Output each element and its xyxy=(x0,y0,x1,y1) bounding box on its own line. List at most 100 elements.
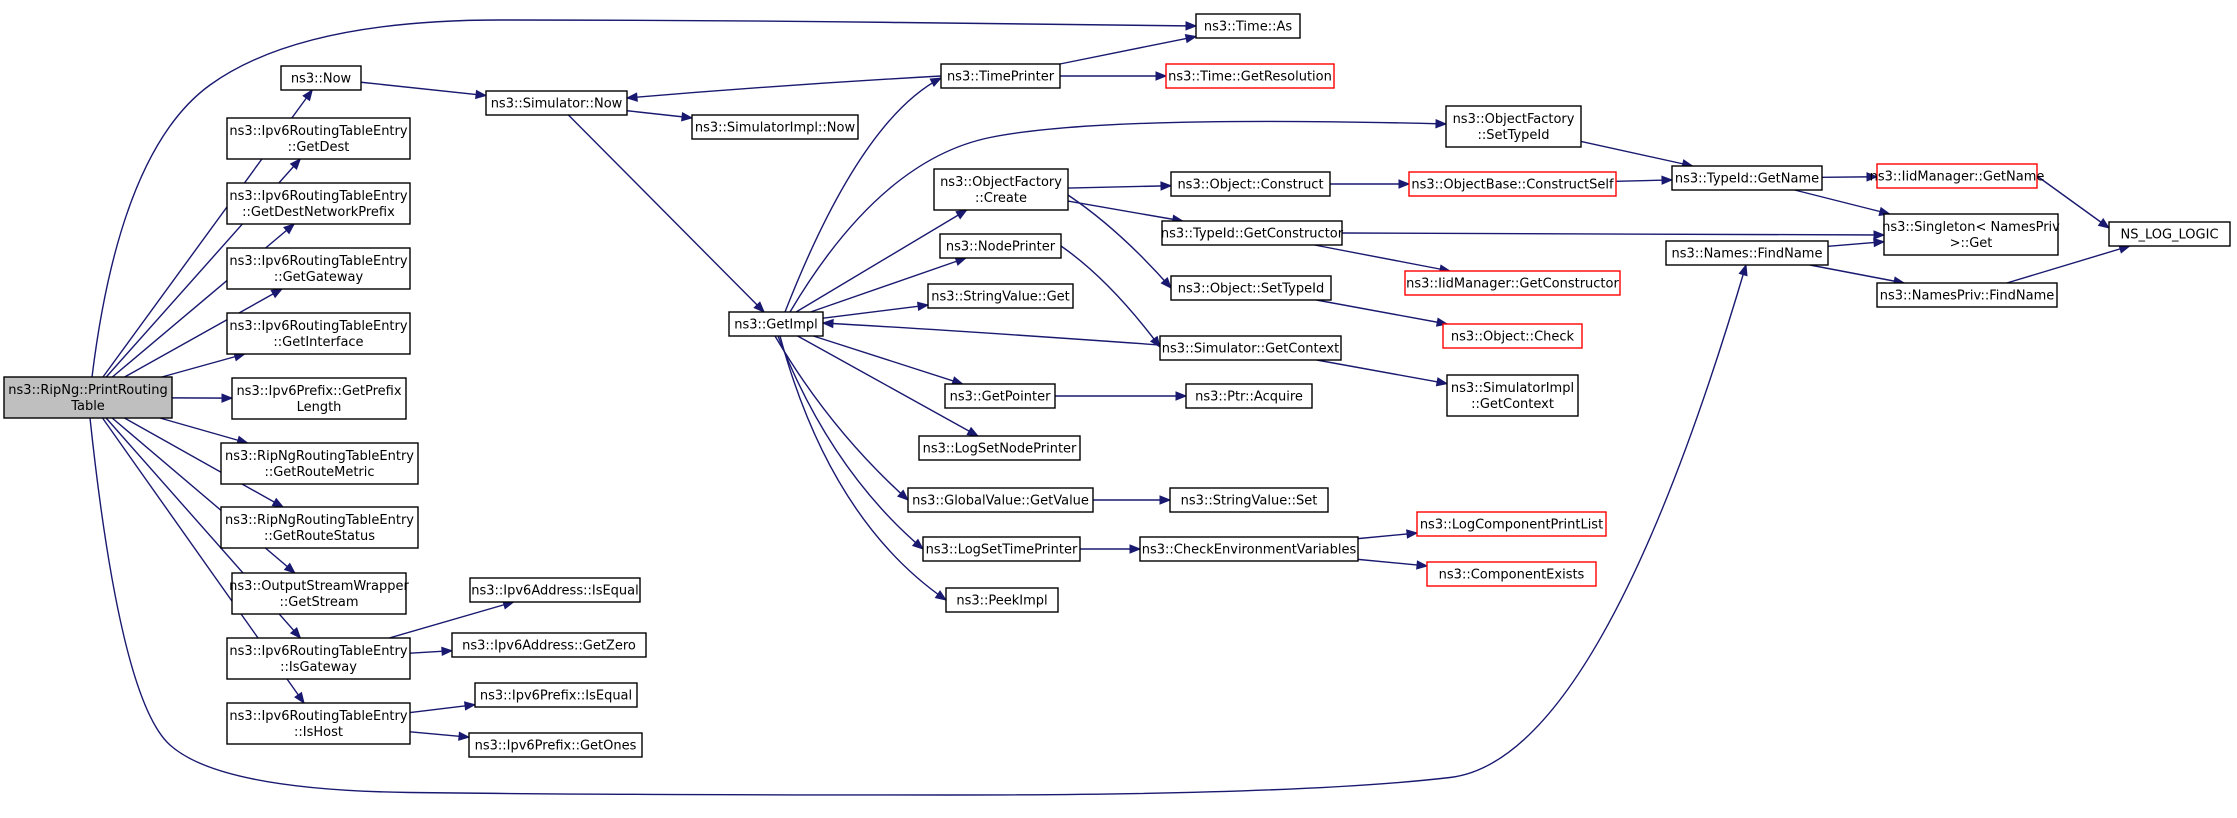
node-getimpl[interactable]: ns3::GetImpl xyxy=(728,311,824,337)
node-label-sv_set-0: ns3::StringValue::Set xyxy=(1181,494,1318,509)
node-namespriv_findname[interactable]: ns3::NamesPriv::FindName xyxy=(1876,282,2058,308)
node-isgateway[interactable]: ns3::Ipv6RoutingTableEntry::IsGateway xyxy=(226,637,411,680)
node-of_create[interactable]: ns3::ObjectFactory::Create xyxy=(933,168,1069,211)
arrowhead-root-to-now xyxy=(302,88,314,102)
node-label-sv_get-0: ns3::StringValue::Get xyxy=(931,290,1069,305)
edge-root-to-names_findname xyxy=(89,264,1747,796)
node-pre_getones[interactable]: ns3::Ipv6Prefix::GetOnes xyxy=(468,732,643,758)
node-nodeprinter[interactable]: ns3::NodePrinter xyxy=(939,233,1062,259)
node-box-getgateway xyxy=(226,247,411,290)
node-label-root-0: ns3::RipNg::PrintRouting xyxy=(8,383,167,398)
node-timeprinter[interactable]: ns3::TimePrinter xyxy=(940,63,1061,89)
node-label-getimpl-0: ns3::GetImpl xyxy=(734,318,818,333)
node-box-ptr_acquire xyxy=(1185,383,1313,409)
node-box-iid_getctor xyxy=(1404,270,1621,296)
arrowhead-getimpl-to-lsnp xyxy=(966,426,980,437)
node-box-of_settypeid xyxy=(1445,105,1582,148)
node-label-lsnp-0: ns3::LogSetNodePrinter xyxy=(923,442,1077,457)
node-tid_getctor[interactable]: ns3::TypeId::GetConstructor xyxy=(1161,220,1344,246)
node-pre_isequal[interactable]: ns3::Ipv6Prefix::IsEqual xyxy=(474,682,638,708)
node-ishost[interactable]: ns3::Ipv6RoutingTableEntry::IsHost xyxy=(226,702,411,745)
node-lsnp[interactable]: ns3::LogSetNodePrinter xyxy=(918,435,1081,461)
node-singleton_get[interactable]: ns3::Singleton< NamesPriv >::Get xyxy=(1882,213,2060,256)
node-addr_isequal[interactable]: ns3::Ipv6Address::IsEqual xyxy=(469,577,641,603)
arrowhead-root-to-names_findname xyxy=(1738,263,1748,277)
arrowhead-tid_getctor-to-singleton_get xyxy=(1873,230,1886,240)
node-box-obj_check xyxy=(1442,323,1583,349)
node-sv_set[interactable]: ns3::StringValue::Set xyxy=(1169,487,1329,513)
node-checkenv[interactable]: ns3::CheckEnvironmentVariables xyxy=(1139,536,1359,562)
node-box-compexists xyxy=(1426,561,1597,587)
node-sim_getctx[interactable]: ns3::Simulator::GetContext xyxy=(1159,335,1342,361)
arrowhead-sim_getctx-to-simimpl_getctx xyxy=(1435,377,1449,387)
node-time_getres[interactable]: ns3::Time::GetResolution xyxy=(1165,63,1335,89)
node-getinterface[interactable]: ns3::Ipv6RoutingTableEntry::GetInterface xyxy=(226,312,411,355)
node-simimpl_getctx[interactable]: ns3::SimulatorImpl::GetContext xyxy=(1446,374,1579,417)
node-label-getgateway-0: ns3::Ipv6RoutingTableEntry xyxy=(229,254,407,269)
node-getroutestatus[interactable]: ns3::RipNgRoutingTableEntry::GetRouteSta… xyxy=(220,506,419,549)
node-ptr_acquire[interactable]: ns3::Ptr::Acquire xyxy=(1185,383,1313,409)
node-iid_getname[interactable]: ns3::IidManager::GetName xyxy=(1870,163,2045,189)
node-lstp[interactable]: ns3::LogSetTimePrinter xyxy=(922,536,1081,562)
node-iid_getctor[interactable]: ns3::IidManager::GetConstructor xyxy=(1404,270,1621,296)
node-box-time_getres xyxy=(1165,63,1335,89)
node-sim_now[interactable]: ns3::Simulator::Now xyxy=(485,90,628,116)
arrowhead-now-to-sim_now xyxy=(475,89,488,100)
node-addr_getzero[interactable]: ns3::Ipv6Address::GetZero xyxy=(451,632,647,658)
edge-getimpl-to-lsnp xyxy=(797,335,979,437)
arrowhead-root-to-getroutestatus xyxy=(271,497,285,508)
node-simimpl_now[interactable]: ns3::SimulatorImpl::Now xyxy=(691,114,859,140)
node-box-getdest xyxy=(226,117,411,160)
node-getdest[interactable]: ns3::Ipv6RoutingTableEntry::GetDest xyxy=(226,117,411,160)
node-peekimpl[interactable]: ns3::PeekImpl xyxy=(945,587,1059,613)
node-names_findname[interactable]: ns3::Names::FindName xyxy=(1665,240,1829,266)
node-obj_check[interactable]: ns3::Object::Check xyxy=(1442,323,1583,349)
node-box-gv_getvalue xyxy=(907,487,1094,513)
node-label-getinterface-1: ::GetInterface xyxy=(273,335,363,350)
node-box-getroutemetric xyxy=(220,442,419,485)
edge-sim_now-to-getimpl xyxy=(567,114,765,313)
arrowhead-sim_now-to-simimpl_now xyxy=(681,112,694,122)
node-gv_getvalue[interactable]: ns3::GlobalValue::GetValue xyxy=(907,487,1094,513)
node-ns_log_logic[interactable]: NS_LOG_LOGIC xyxy=(2108,221,2231,247)
node-ob_constructself[interactable]: ns3::ObjectBase::ConstructSelf xyxy=(1408,171,1617,197)
arrowhead-checkenv-to-lcpl xyxy=(1406,529,1419,539)
node-box-names_findname xyxy=(1665,240,1829,266)
node-obj_construct[interactable]: ns3::Object::Construct xyxy=(1170,171,1331,197)
node-label-simimpl_getctx-0: ns3::SimulatorImpl xyxy=(1451,381,1574,396)
edge-root-to-getinterface xyxy=(161,353,245,378)
node-sv_get[interactable]: ns3::StringValue::Get xyxy=(927,283,1074,309)
node-time_as[interactable]: ns3::Time::As xyxy=(1195,13,1301,39)
node-label-obj_check-0: ns3::Object::Check xyxy=(1451,330,1575,345)
node-label-peekimpl-0: ns3::PeekImpl xyxy=(956,594,1047,609)
node-box-nodeprinter xyxy=(939,233,1062,259)
arrowhead-getimpl-to-timeprinter xyxy=(929,77,943,88)
edge-ishost-to-pre_isequal xyxy=(409,704,476,714)
node-box-time_as xyxy=(1195,13,1301,39)
node-compexists[interactable]: ns3::ComponentExists xyxy=(1426,561,1597,587)
node-getpointer[interactable]: ns3::GetPointer xyxy=(944,383,1056,409)
node-getdestnet[interactable]: ns3::Ipv6RoutingTableEntry::GetDestNetwo… xyxy=(226,182,411,225)
node-label-ob_constructself-0: ns3::ObjectBase::ConstructSelf xyxy=(1411,178,1614,193)
node-label-getroutestatus-1: ::GetRouteStatus xyxy=(264,529,375,544)
node-getstream[interactable]: ns3::OutputStreamWrapper::GetStream xyxy=(229,572,409,615)
node-now[interactable]: ns3::Now xyxy=(280,65,362,91)
node-getgateway[interactable]: ns3::Ipv6RoutingTableEntry::GetGateway xyxy=(226,247,411,290)
edge-root-to-getroutemetric xyxy=(159,417,248,444)
node-of_settypeid[interactable]: ns3::ObjectFactory::SetTypeId xyxy=(1445,105,1582,148)
edge-isgateway-to-addr_isequal xyxy=(389,601,514,639)
node-box-checkenv xyxy=(1139,536,1359,562)
node-obj_settypeid[interactable]: ns3::Object::SetTypeId xyxy=(1170,275,1332,301)
node-label-tid_getname-0: ns3::TypeId::GetName xyxy=(1675,172,1819,187)
node-tid_getname[interactable]: ns3::TypeId::GetName xyxy=(1671,165,1823,191)
node-getroutemetric[interactable]: ns3::RipNgRoutingTableEntry::GetRouteMet… xyxy=(220,442,419,485)
arrowhead-ishost-to-pre_getones xyxy=(458,731,471,741)
node-label-getdestnet-0: ns3::Ipv6RoutingTableEntry xyxy=(229,189,407,204)
node-box-ns_log_logic xyxy=(2108,221,2231,247)
edge-timeprinter-to-time_as xyxy=(1059,35,1197,65)
node-lcpl[interactable]: ns3::LogComponentPrintList xyxy=(1416,511,1607,537)
node-label-tid_getctor-0: ns3::TypeId::GetConstructor xyxy=(1161,227,1344,242)
